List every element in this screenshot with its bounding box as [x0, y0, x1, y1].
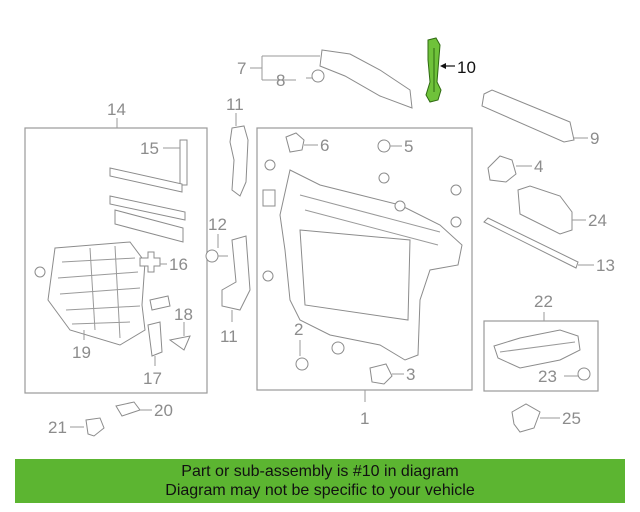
bolt-e — [450, 216, 462, 228]
bolt-f — [262, 270, 274, 282]
bolt-a — [264, 159, 276, 171]
part-7-absorber: 7 — [237, 49, 413, 109]
part-12-bolt: 12 — [205, 215, 228, 263]
callout-2: 2 — [294, 320, 303, 339]
group-box-22 — [483, 320, 599, 392]
small-tab — [149, 295, 171, 311]
callout-25: 25 — [562, 409, 581, 428]
part-17-bracket — [147, 321, 163, 357]
callout-1: 1 — [360, 409, 369, 428]
group-box-14 — [24, 127, 208, 394]
grille-strip-upper — [109, 167, 183, 193]
part-6-nut — [285, 132, 305, 153]
callout-6: 6 — [320, 136, 329, 155]
part-23-screw — [577, 367, 591, 381]
part-18-clip — [168, 335, 191, 351]
callout-22: 22 — [534, 292, 553, 311]
parts-diagram: 14 15 19 16 — [24, 37, 615, 437]
info-banner: Part or sub-assembly is #10 in diagram D… — [15, 459, 625, 503]
callout-3: 3 — [406, 365, 415, 384]
part-16-clip: 16 — [139, 251, 188, 274]
part-4-bracket: 4 — [487, 155, 543, 183]
part-25-clip: 25 — [511, 403, 581, 433]
radiator-support-group: 1 6 5 2 3 — [256, 127, 473, 428]
part-11-lower-bracket: 11 — [220, 235, 251, 346]
callout-12: 12 — [208, 215, 227, 234]
callout-21: 21 — [48, 418, 67, 437]
callout-19: 19 — [72, 343, 91, 362]
part-21-clip: 21 — [48, 417, 105, 437]
bracket-a — [262, 189, 276, 207]
callout-5: 5 — [404, 137, 413, 156]
callout-15: 15 — [140, 139, 159, 158]
banner-line-2: Diagram may not be specific to your vehi… — [165, 482, 475, 499]
callout-17: 17 — [143, 369, 162, 388]
part-3-nut — [369, 363, 393, 385]
bolt-d — [450, 184, 462, 196]
callout-9: 9 — [590, 129, 599, 148]
part-2-bolt — [295, 357, 309, 371]
callout-20: 20 — [154, 401, 173, 420]
callout-8: 8 — [276, 71, 285, 90]
part-10-highlighted: 10 — [425, 37, 476, 103]
callout-16: 16 — [169, 255, 188, 274]
grille-strip-lower — [114, 209, 184, 243]
callout-13: 13 — [596, 256, 615, 275]
bolt-b — [378, 172, 390, 184]
callout-11-upper: 11 — [226, 95, 244, 114]
part-24-sensor: 24 — [517, 185, 607, 235]
callout-10: 10 — [457, 58, 476, 77]
part-13-seal: 13 — [483, 217, 615, 275]
part-8-pin: 8 — [262, 69, 325, 90]
callout-7: 7 — [237, 59, 246, 78]
grille-assembly-group: 14 15 19 16 — [24, 100, 208, 394]
bolt-c — [394, 200, 406, 212]
callout-4: 4 — [534, 157, 543, 176]
part-15-strip: 15 — [140, 139, 188, 186]
part-20-clip: 20 — [115, 401, 173, 420]
shield-plate — [493, 329, 581, 369]
radiator-support-opening — [299, 229, 411, 321]
part-11-upper-bracket: 11 — [226, 95, 249, 197]
callout-14: 14 — [107, 100, 126, 119]
callout-18: 18 — [174, 305, 193, 324]
banner-line-1: Part or sub-assembly is #10 in diagram — [181, 463, 459, 480]
part-22-group: 22 23 — [483, 292, 599, 392]
callout-24: 24 — [588, 211, 607, 230]
part-19-grille: 19 — [34, 241, 146, 362]
part-5-bolt — [377, 139, 391, 153]
grommet — [331, 341, 345, 355]
grille-strip-middle — [109, 195, 186, 221]
callout-11-lower: 11 — [220, 327, 238, 346]
part-9-deflector: 9 — [481, 89, 599, 148]
callout-23: 23 — [538, 367, 557, 386]
